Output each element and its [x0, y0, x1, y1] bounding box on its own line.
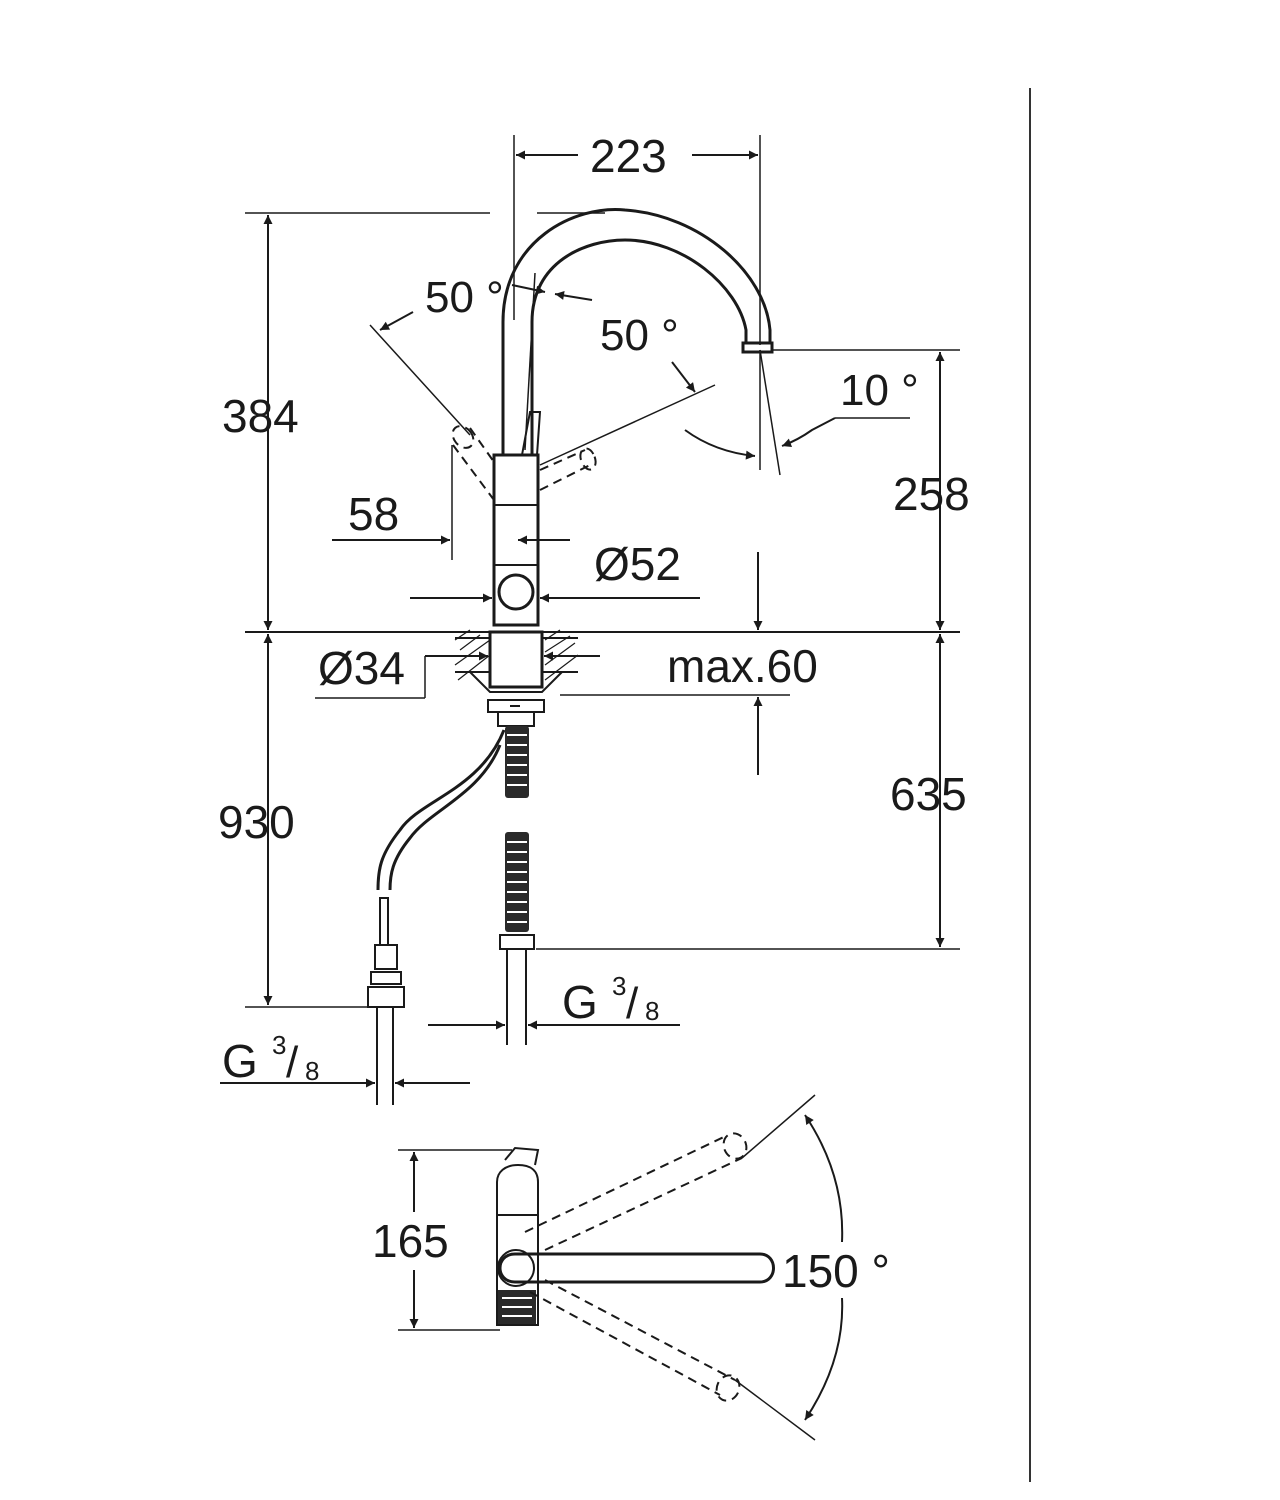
dim-handle-angle-left: 50 ° [425, 273, 504, 322]
dim-total-height: 384 [222, 390, 299, 442]
dim-spout-tilt: 10 ° [840, 366, 919, 415]
dim-connection-right-slash: / [626, 979, 639, 1028]
dimension-lines [220, 135, 960, 1088]
dim-connection-right-den: 8 [645, 996, 659, 1026]
hoses [367, 726, 535, 1105]
dim-spout-height: 258 [893, 468, 970, 520]
dim-connection-left: G [222, 1035, 258, 1087]
dim-hole-diameter: Ø34 [318, 642, 405, 694]
dim-body-diameter: Ø52 [594, 538, 681, 590]
dim-handle-offset: 58 [348, 488, 399, 540]
faucet-side-view [451, 208, 774, 727]
dim-swivel-angle: 150 ° [782, 1245, 890, 1297]
dim-connection-right-num: 3 [612, 971, 626, 1001]
dim-max-thickness: max.60 [667, 640, 818, 692]
dim-connection-left-den: 8 [305, 1056, 319, 1086]
dim-connection-right: G [562, 976, 598, 1028]
dim-hose-height: 635 [890, 768, 967, 820]
dim-top-view-depth: 165 [372, 1215, 449, 1267]
dim-connection-left-num: 3 [272, 1030, 286, 1060]
dim-handle-angle-right: 50 ° [600, 311, 679, 360]
dim-spout-reach: 223 [590, 130, 667, 182]
faucet-top-view [398, 1094, 844, 1441]
dim-hose-length: 930 [218, 796, 295, 848]
dim-connection-left-slash: / [286, 1038, 299, 1087]
